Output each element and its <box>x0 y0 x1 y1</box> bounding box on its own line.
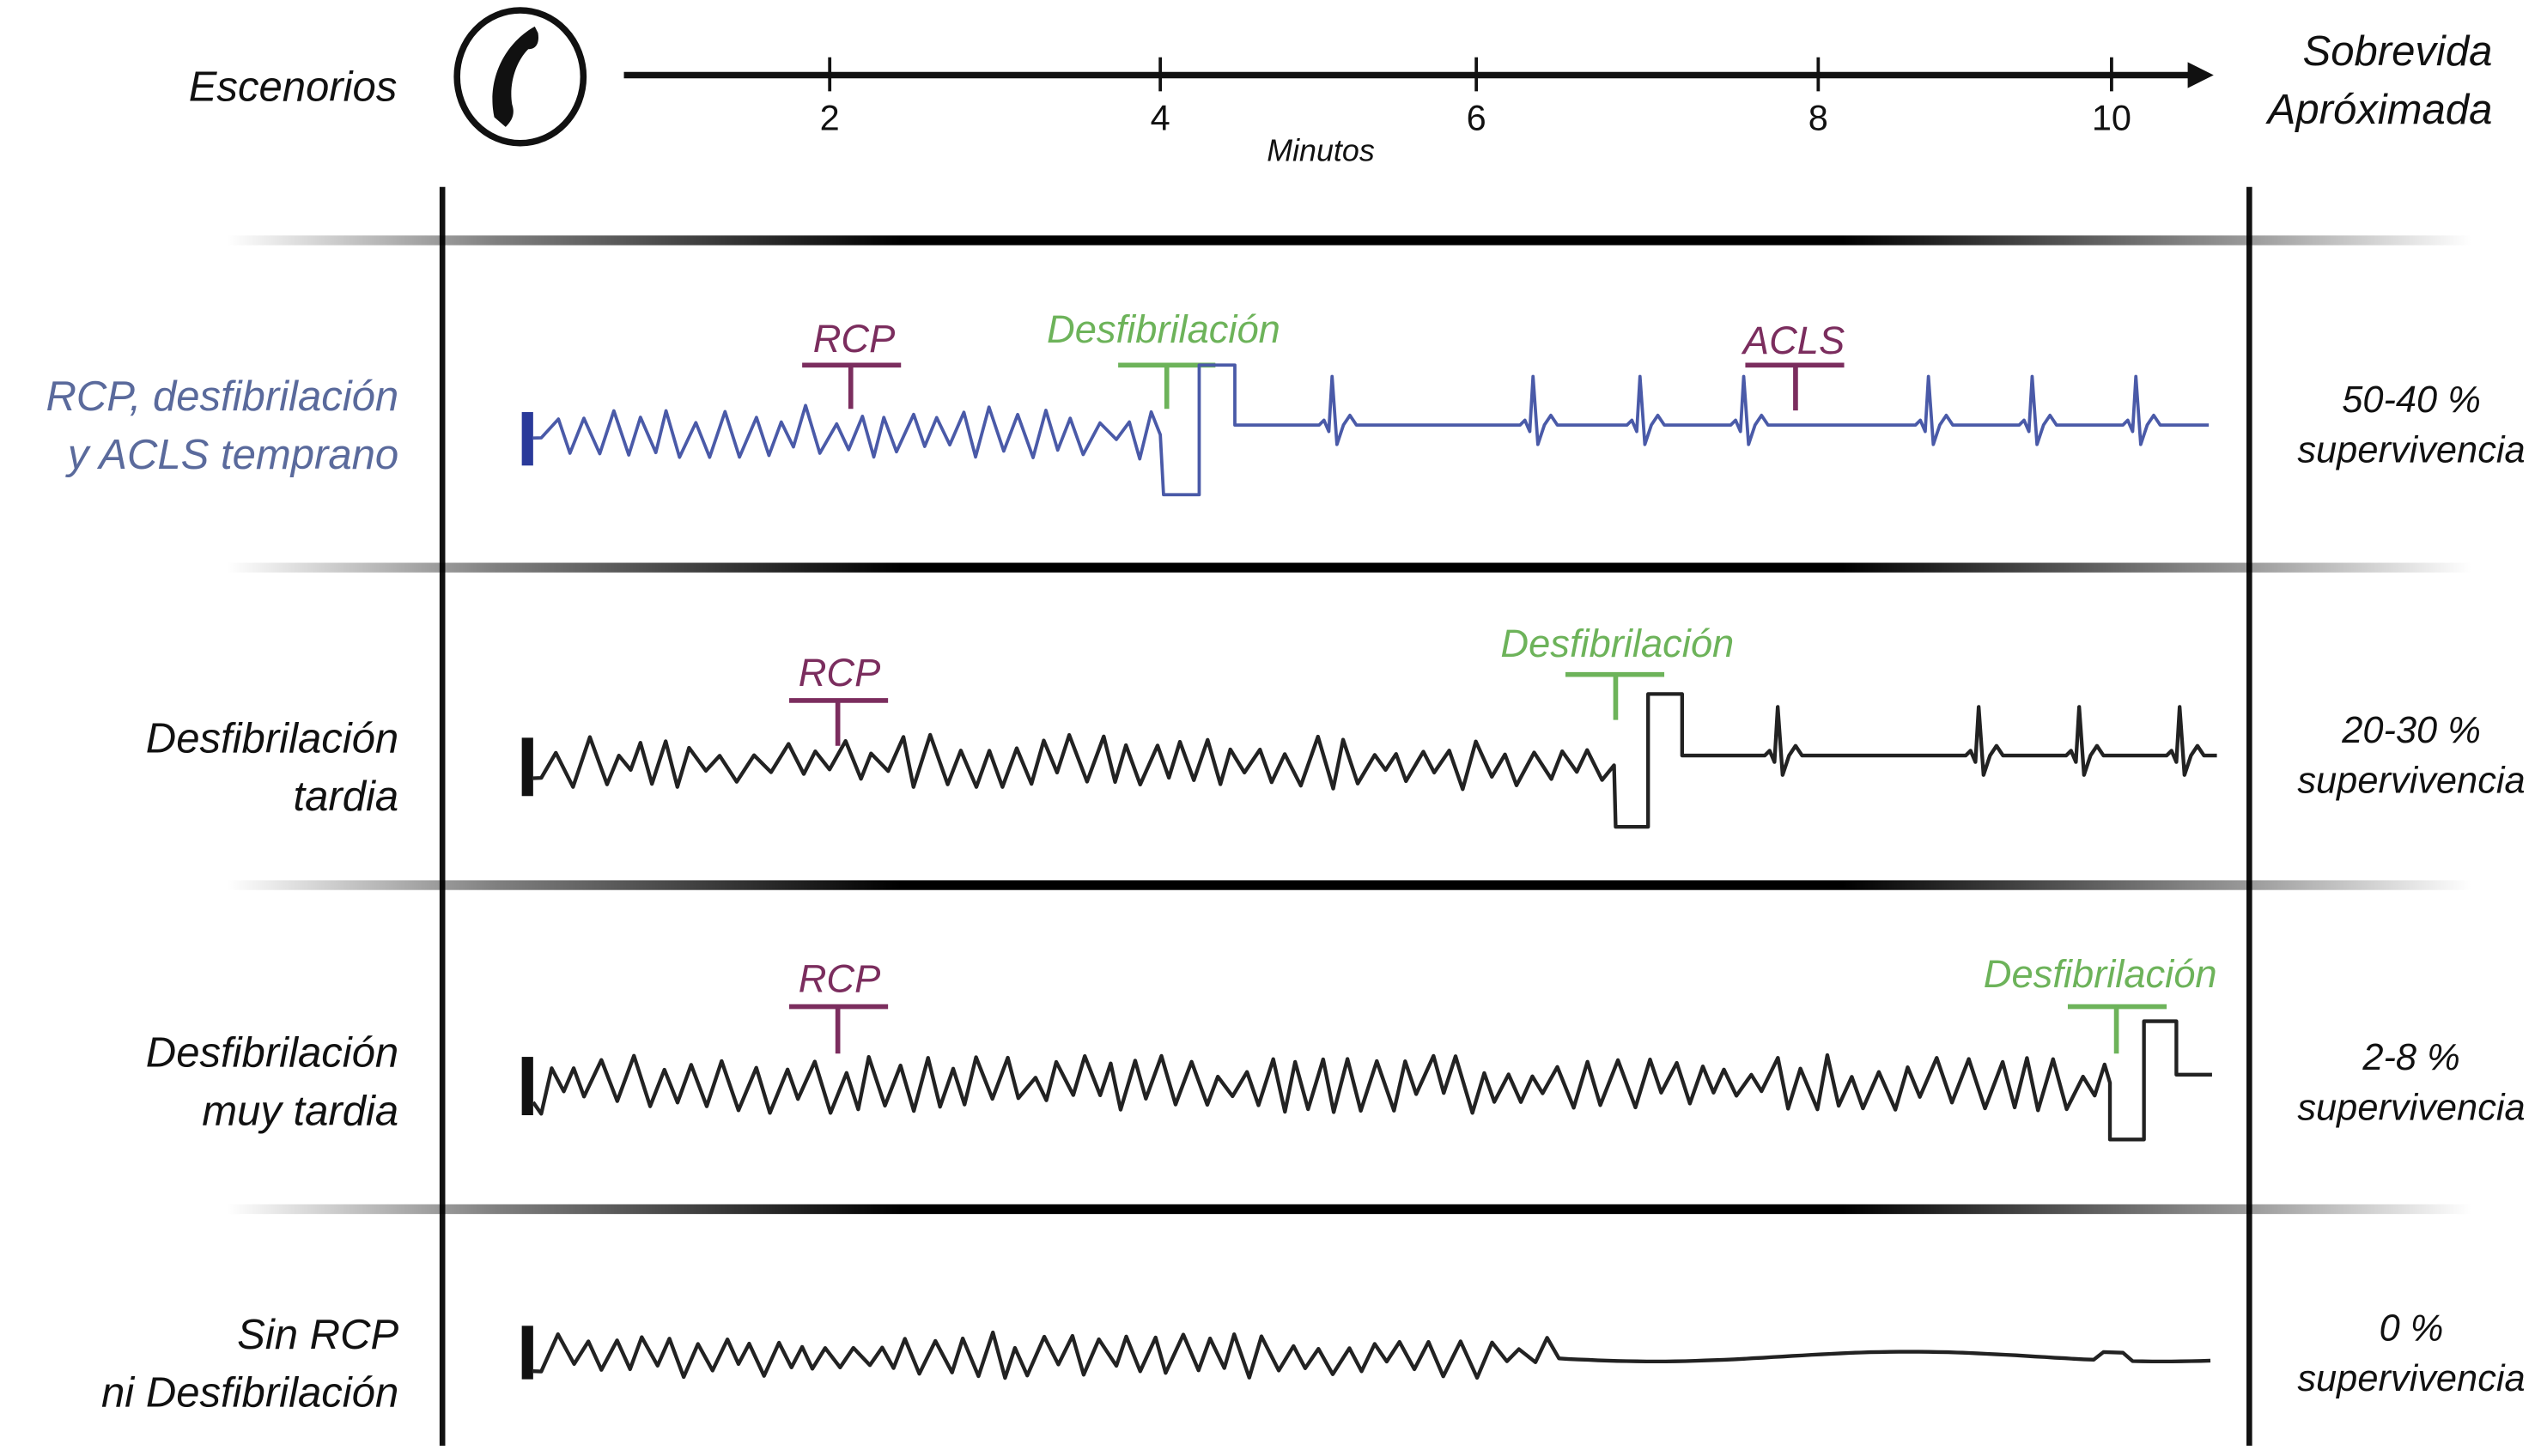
defibrillation-marker <box>2067 1004 2167 1054</box>
row-separator <box>227 880 2471 890</box>
survival-value: 50-40 % <box>2342 379 2481 421</box>
axis-tick-label: 4 <box>1151 98 1170 138</box>
time-axis <box>623 57 2214 92</box>
ecg-start-marker <box>521 1326 533 1380</box>
rcp-marker <box>789 1004 889 1054</box>
defibrillation-marker-label: Desfibrilación <box>1500 622 1734 665</box>
ecg-waveform <box>532 1330 2211 1380</box>
row-label: Sin RCP <box>237 1312 398 1358</box>
row-separator <box>227 1204 2471 1215</box>
row-label: Desfibrilación <box>146 715 398 761</box>
survival-text: supervivencia <box>2297 430 2525 471</box>
survival-value: 2-8 % <box>2362 1037 2459 1078</box>
row-label: muy tardia <box>202 1088 398 1134</box>
rcp-marker <box>802 362 902 410</box>
acls-marker <box>1745 362 1845 411</box>
survival-value: 20-30 % <box>2341 710 2481 751</box>
row-label: tardia <box>294 774 399 820</box>
row-label: ni Desfibrilación <box>101 1370 398 1417</box>
axis-tick-label: 2 <box>820 98 840 138</box>
axis-tick-label: 6 <box>1467 98 1486 138</box>
row-label: Desfibrilación <box>146 1029 398 1076</box>
axis-tick-label: 10 <box>2092 98 2131 138</box>
row-separator <box>227 235 2471 246</box>
ecg-start-marker <box>521 737 533 797</box>
survival-text: supervivencia <box>2297 760 2525 801</box>
defibrillation-marker <box>1565 671 1665 720</box>
acls-marker-label: ACLS <box>1741 318 1845 362</box>
scenarios-heading: Escenorios <box>189 64 398 111</box>
ecg-waveform <box>532 363 2210 497</box>
rcp-marker-label: RCP <box>799 651 881 695</box>
rcp-marker-label: RCP <box>799 957 881 1001</box>
axis-tick-label: 8 <box>1808 98 1828 138</box>
survival-text: supervivencia <box>2297 1358 2525 1399</box>
defibrillation-marker-label: Desfibrilación <box>1047 307 1280 351</box>
row-label: y ACLS temprano <box>65 432 398 478</box>
rcp-marker-label: RCP <box>813 317 896 361</box>
row-separator <box>227 562 2471 573</box>
survival-value: 0 % <box>2380 1307 2444 1349</box>
axis-title: Minutos <box>1267 134 1375 168</box>
ecg-start-marker <box>521 412 533 466</box>
row-label: RCP, desfibrilación <box>46 373 398 420</box>
survival-heading-line2: Apróximada <box>2265 87 2493 133</box>
ecg-waveform <box>532 692 2217 829</box>
phone-icon <box>453 7 587 147</box>
rcp-marker <box>789 698 889 746</box>
survival-text: supervivencia <box>2297 1088 2525 1129</box>
survival-heading-line1: Sobrevida <box>2303 28 2493 75</box>
ecg-start-marker <box>521 1057 533 1116</box>
ecg-waveform <box>532 1019 2212 1142</box>
defibrillation-marker-label: Desfibrilación <box>1984 952 2217 996</box>
